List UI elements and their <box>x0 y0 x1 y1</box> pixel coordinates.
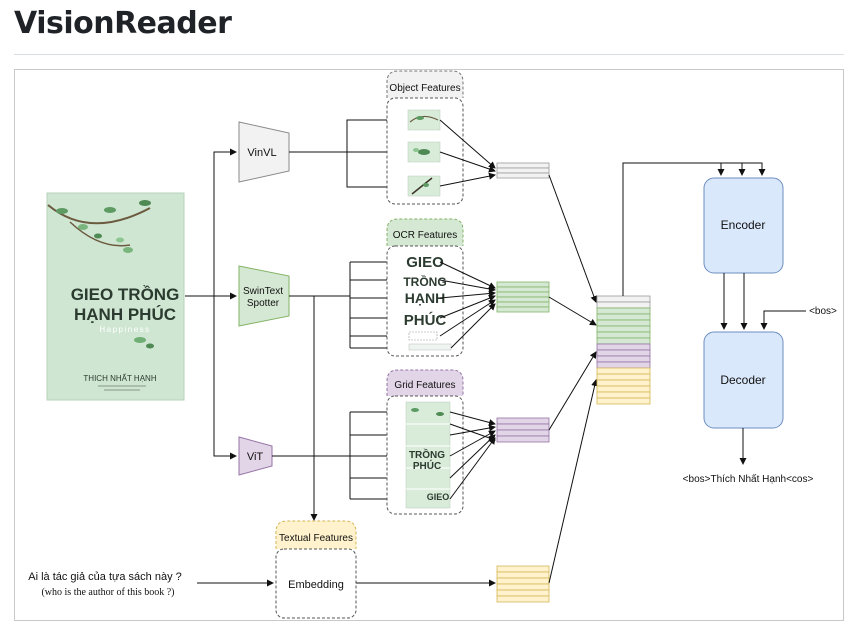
textual-feature-stack <box>496 565 550 603</box>
ocr-features-group: OCR Features GIEO TRỒNG HẠNH PHÚC <box>386 218 464 357</box>
book-to-modules-arrows <box>185 148 237 460</box>
book-subtitle: Happiness <box>99 325 150 334</box>
grid-crop-word-2: PHÚC <box>413 459 441 472</box>
grid-features-group: Grid Features TRỒNG PHÚC GIEO <box>386 369 464 515</box>
output-text: <bos>Thích Nhất Hạnh<cos> <box>683 473 814 485</box>
decoder-block: Decoder <box>703 331 784 429</box>
ocr-word-2: TRỒNG <box>403 274 446 289</box>
decoder-label: Decoder <box>720 373 765 387</box>
vit-module: ViT <box>238 436 273 476</box>
object-features-label: Object Features <box>389 83 460 94</box>
textual-features-group: Textual Features Embedding <box>275 520 357 619</box>
grid-features-label: Grid Features <box>394 380 455 391</box>
grid-feature-stack <box>496 417 550 443</box>
vinvl-label: VinVL <box>247 147 276 159</box>
grid-to-stack-arrows <box>449 411 496 500</box>
question-translation: (who is the author of this book ?) <box>41 587 174 598</box>
swintext-label-line2: Spotter <box>247 298 280 309</box>
grid-crop-word-1: TRỒNG <box>409 448 445 461</box>
book-cover-image: GIEO TRỒNG HẠNH PHÚC Happiness THICH NHẤ… <box>46 192 185 401</box>
title-divider <box>14 54 844 55</box>
bos-input-arrow <box>760 310 806 330</box>
grid-crop-column <box>405 401 451 509</box>
book-author: THICH NHẤT HẠNH <box>83 373 156 383</box>
page-title: VisionReader <box>14 6 232 41</box>
module-fanout-arrows <box>272 116 405 521</box>
embedding-label: Embedding <box>288 579 344 591</box>
encoder-label: Encoder <box>721 218 766 232</box>
object-to-stack-arrows <box>439 119 496 187</box>
swintext-label-line1: SwinText <box>243 286 283 297</box>
ocr-crop-6 <box>408 343 452 351</box>
encoder-to-decoder-arrows <box>720 273 748 330</box>
grid-crop-word-3: GIEO <box>427 492 450 502</box>
book-title-line2: HẠNH PHÚC <box>74 305 176 324</box>
vinvl-module: VinVL <box>238 121 290 183</box>
ocr-to-stack-arrows <box>439 261 496 349</box>
vit-label: ViT <box>247 451 264 463</box>
book-title-line1: GIEO TRỒNG <box>71 285 180 304</box>
ocr-crop-5 <box>408 331 438 341</box>
swintext-spotter-module: SwinText Spotter <box>238 265 290 327</box>
ocr-feature-stack <box>496 281 550 313</box>
ocr-features-label: OCR Features <box>393 230 457 241</box>
concat-to-encoder-arrows <box>622 162 766 296</box>
ocr-word-1: GIEO <box>406 254 444 271</box>
bos-input-label: <bos> <box>809 306 837 317</box>
concatenated-feature-stack <box>596 295 651 405</box>
object-features-group: Object Features <box>386 70 464 205</box>
stacks-to-concat-arrows <box>548 174 599 584</box>
object-feature-stack <box>496 162 550 179</box>
textual-features-label: Textual Features <box>279 533 353 544</box>
ocr-word-3: HẠNH <box>405 290 445 306</box>
encoder-block: Encoder <box>703 177 784 274</box>
question-text: Ai là tác giả của tựa sách này ? <box>28 571 182 583</box>
ocr-word-4: PHÚC <box>404 311 447 329</box>
